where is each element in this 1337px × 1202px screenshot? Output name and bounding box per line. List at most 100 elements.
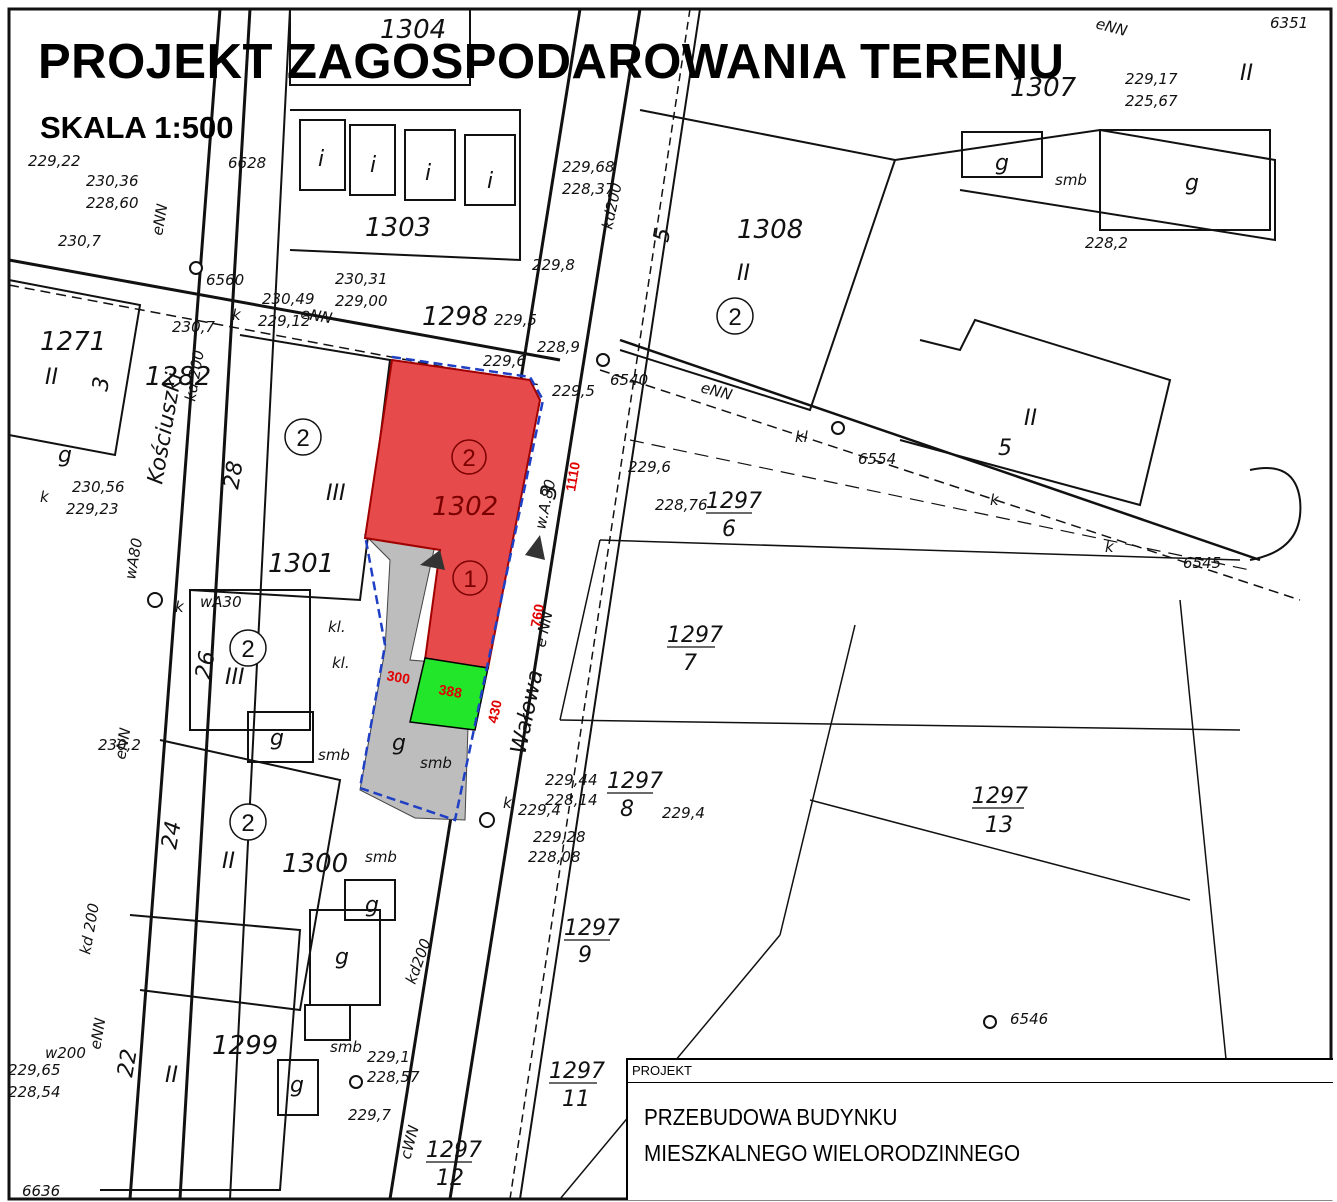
elevation: 229,6	[628, 458, 671, 476]
parcel-fraction-den: 9	[578, 943, 592, 968]
building-code: g	[995, 151, 1009, 176]
elevation: 228,76	[655, 496, 708, 514]
elevation: 229,00	[335, 292, 388, 310]
utility-line: kd200	[402, 936, 435, 986]
elevation: 229,65	[8, 1061, 61, 1079]
parcel-number: 6351	[1270, 14, 1308, 32]
dimension: 300	[385, 667, 411, 687]
dimension: 388	[437, 681, 463, 701]
map-title: PROJEKT ZAGOSPODAROWANIA TERENU	[38, 35, 1065, 89]
elevation: 229,68	[562, 158, 615, 176]
building-code: kl.	[332, 654, 350, 672]
house-number: 3	[88, 375, 115, 393]
building-code: g	[58, 443, 72, 468]
elevation: 229,23	[66, 500, 119, 518]
floor-count: II	[222, 849, 235, 874]
house-number-labels: 28 26 24 22 3 5 3	[88, 226, 676, 1079]
building-floor-labels: II III III II II II II II	[45, 61, 1253, 1088]
elevation: 229,5	[494, 311, 537, 329]
elevation: 225,67	[1125, 92, 1178, 110]
floor-count: II	[165, 1063, 178, 1088]
elevation: 229,12	[258, 312, 311, 330]
dimension-labels: 300 388 760 1110 430	[385, 460, 583, 724]
title-block-label: PROJEKT	[632, 1063, 692, 1078]
elevation: 229,4	[518, 801, 561, 819]
parcel-number: 1307	[1010, 73, 1077, 103]
elevation: 229,44	[545, 771, 598, 789]
parcel-fraction-num: 1297	[426, 1138, 482, 1163]
building-code: smb	[1055, 171, 1087, 189]
floor-count: II	[737, 261, 750, 286]
building-code: g	[1185, 171, 1199, 196]
utility-line: eNN	[699, 378, 734, 404]
parcel-number: 5	[998, 436, 1012, 461]
utility-line: eNN	[1094, 14, 1129, 40]
plot-boundary	[358, 355, 545, 822]
elevation: 228,57	[367, 1068, 420, 1086]
house-number: 28	[219, 459, 248, 491]
elevation: 229,1	[367, 1048, 410, 1066]
project-name-line1: PRZEBUDOWA BUDYNKU	[644, 1104, 898, 1130]
building-code: k	[40, 488, 50, 506]
floor-count: II	[1240, 61, 1253, 86]
parcel-number: 1301	[268, 549, 334, 579]
building-code: k	[990, 491, 1000, 509]
circled-number: 1	[463, 566, 476, 593]
parcel-labels: 1304 1303 1298 1271 1282 1301 1302 1300 …	[22, 14, 1308, 1200]
utility-line: w.A.80	[531, 478, 559, 531]
parcel-fraction-num: 1297	[706, 489, 762, 514]
building-code: smb	[365, 848, 397, 866]
elevation: 230,7	[172, 318, 215, 336]
house-number: 24	[157, 819, 186, 851]
parcel-number: 6545	[1183, 554, 1221, 572]
parcel-number: 6628	[228, 154, 266, 172]
circled-number-labels: 2 2 2 2 2 1	[241, 304, 741, 837]
parcel-number: 1302	[432, 492, 498, 522]
parcel-number: 1298	[422, 302, 488, 332]
parcel-number: 1300	[282, 849, 348, 879]
title-block-divider	[628, 1082, 1333, 1083]
elevation: 229,28	[533, 828, 586, 846]
elevation: 229,5	[552, 382, 595, 400]
elevation-labels: 230,49 229,12 230,31 229,00 229,5 229,6 …	[8, 70, 1178, 1124]
building-code: k	[503, 794, 513, 812]
circled-number: 2	[462, 445, 475, 472]
utility-line: kd 200	[76, 902, 103, 956]
elevation: 230,49	[262, 290, 315, 308]
utility-line: wA80	[121, 537, 146, 581]
building-code: i	[370, 153, 376, 178]
building-code: k	[175, 598, 185, 616]
elevation: 229,7	[348, 1106, 391, 1124]
building-code: kl.	[328, 618, 346, 636]
building-code-labels: g g g g g g g g smb smb smb smb smb i i …	[40, 147, 1199, 1098]
building-code: i	[487, 169, 493, 194]
circled-number: 2	[241, 810, 254, 837]
elevation: 229,6	[483, 352, 526, 370]
parcel-number: 6554	[858, 450, 896, 468]
parcel-number: 6540	[610, 371, 648, 389]
title-block: PROJEKT PRZEBUDOWA BUDYNKU MIESZKALNEGO …	[626, 1058, 1333, 1200]
house-number: 3	[536, 483, 563, 501]
elevation: 228,54	[8, 1083, 61, 1101]
dimension: 760	[527, 603, 547, 629]
elevation: 229,22	[28, 152, 81, 170]
building-code: i	[425, 161, 431, 186]
elevation: 228,37	[562, 180, 615, 198]
utility-line: w200	[45, 1044, 86, 1062]
elevation: 229,4	[662, 804, 705, 822]
elevation: 230,56	[72, 478, 125, 496]
parcel-number: 1271	[40, 327, 106, 357]
building-code: smb	[318, 746, 350, 764]
utility-line: eNN	[111, 726, 134, 760]
elevation: 228,2	[1085, 234, 1128, 252]
floor-count: II	[45, 365, 58, 390]
paved-area	[359, 534, 471, 821]
parcel-number: 6560	[206, 271, 244, 289]
parcel-fraction-den: 6	[722, 517, 736, 542]
parcel-fraction-labels: 1297 6 1297 7 1297 8 1297 13 1297 9 1297…	[426, 489, 1028, 1191]
project-name-line2: MIESZKALNEGO WIELORODZINNEGO	[644, 1140, 1021, 1166]
entrance-arrows	[420, 535, 545, 570]
parcel-fraction-den: 13	[985, 813, 1013, 838]
building-code: i	[318, 147, 324, 172]
